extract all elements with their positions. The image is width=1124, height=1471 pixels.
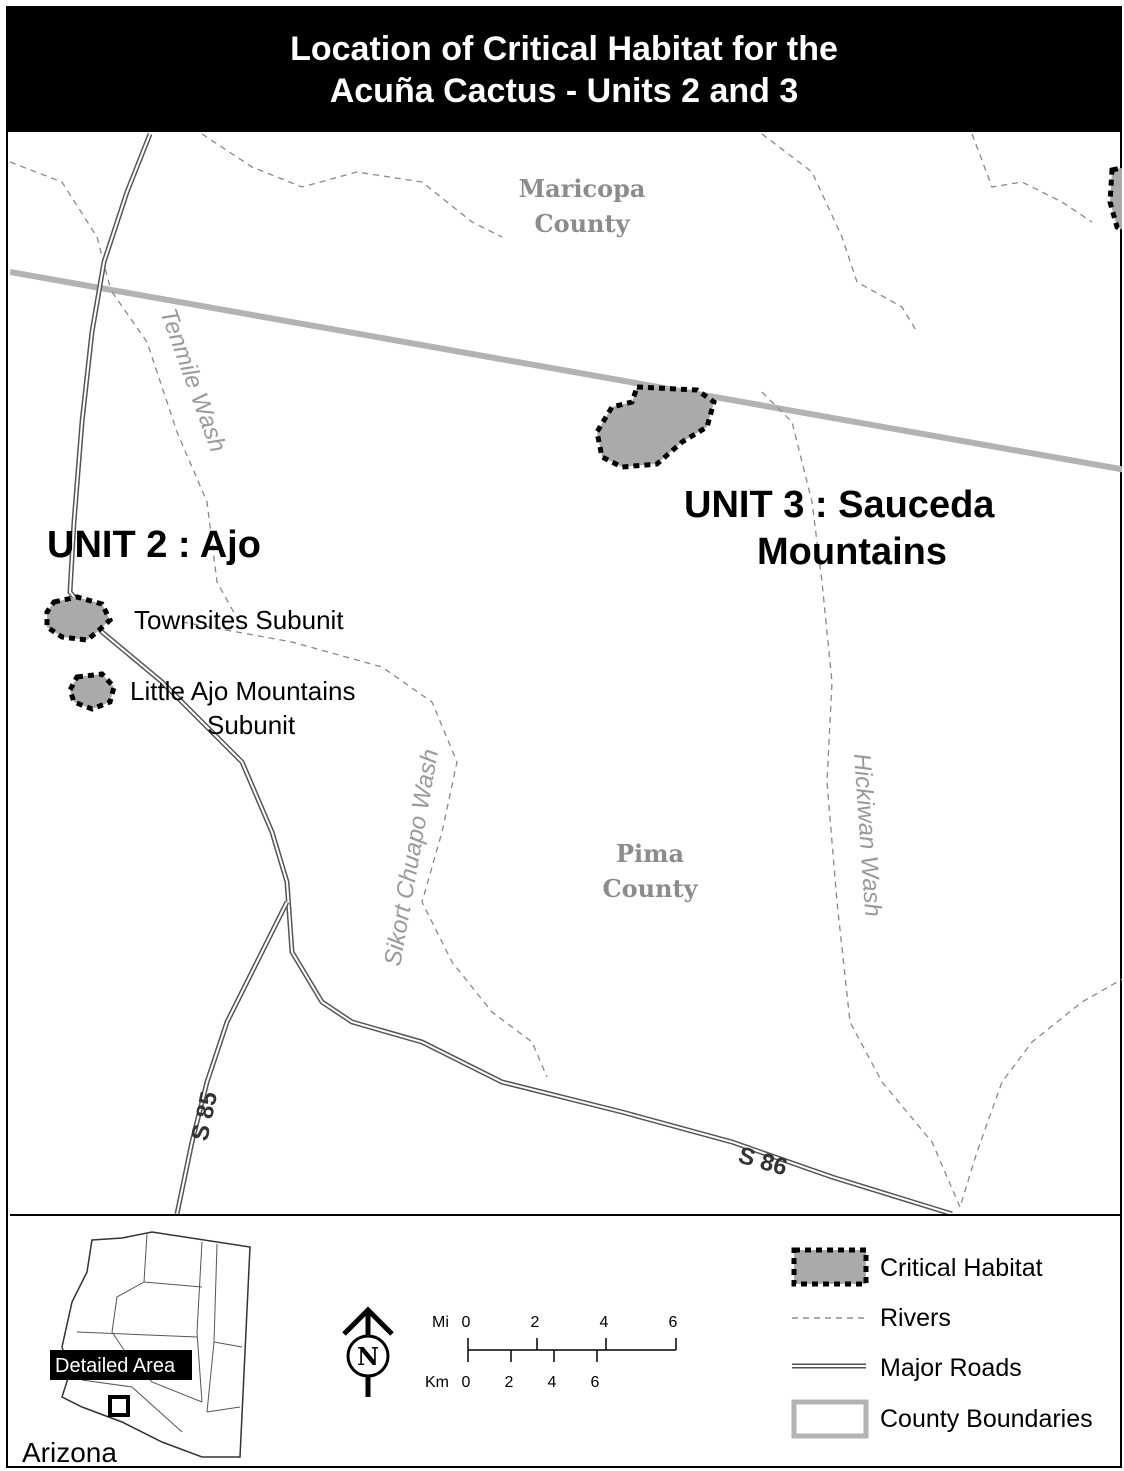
habitat-little-ajo-subunit — [67, 671, 117, 712]
legend-item-rivers: Rivers — [792, 1304, 951, 1332]
county-label-pima-1: Pima — [616, 839, 684, 868]
river-hickiwan-wash — [761, 391, 961, 1208]
north-arrow-letter: N — [357, 1342, 379, 1371]
legend-label-major-roads: Major Roads — [880, 1354, 1022, 1382]
scale-mi-tick-2: 2 — [531, 1314, 540, 1331]
road-s85 — [67, 133, 953, 1214]
unit-label-unit3-line2: Mountains — [757, 531, 947, 573]
river-east-tributary — [959, 978, 1122, 1208]
legend-item-major-roads: Major Roads — [792, 1354, 1022, 1382]
arizona-inset-map: Detailed Area Arizona — [22, 1231, 251, 1468]
legend-item-critical-habitat: Critical Habitat — [791, 1247, 1043, 1287]
scale-mi-label: Mi — [432, 1314, 449, 1331]
legend-swatch-county-boundaries — [791, 1399, 869, 1439]
scale-mi-tick-4: 4 — [600, 1314, 609, 1331]
scale-mi-tick-0: 0 — [462, 1314, 471, 1331]
habitat-edge-northeast — [1107, 165, 1122, 233]
wash-label-hickiwan: Hickiwan Wash — [848, 753, 886, 918]
subunit-label-townsites: Townsites Subunit — [134, 605, 344, 635]
detailed-area-label: Detailed Area — [55, 1355, 176, 1377]
map-title: Location of Critical Habitat for the Acu… — [8, 8, 1120, 132]
county-label-maricopa-2: County — [534, 209, 630, 238]
arizona-outline — [61, 1231, 251, 1458]
detailed-area-label-bg — [50, 1350, 192, 1380]
scale-km-label: Km — [425, 1374, 449, 1391]
legend-label-county-boundaries: County Boundaries — [880, 1405, 1093, 1433]
legend-swatch-critical-habitat — [791, 1247, 869, 1287]
subunit-label-little-ajo-2: Subunit — [207, 710, 296, 740]
scale-bar: Mi 0 2 4 6 Km 0 2 4 6 — [425, 1314, 678, 1391]
river-top-left — [10, 161, 111, 288]
river-north-east — [761, 133, 918, 333]
legend-item-county-boundaries: County Boundaries — [791, 1399, 1093, 1439]
habitat-townsites-subunit — [44, 594, 114, 643]
north-arrow-icon: N — [342, 1306, 394, 1397]
county-label-maricopa-1: Maricopa — [519, 174, 646, 203]
legend-label-critical-habitat: Critical Habitat — [880, 1254, 1043, 1282]
subunit-label-little-ajo-1: Little Ajo Mountains — [130, 676, 355, 706]
arizona-label: Arizona — [22, 1437, 117, 1468]
unit-label-unit3-line1: UNIT 3 : Sauceda — [684, 484, 995, 526]
river-north — [201, 133, 503, 238]
unit-label-unit2: UNIT 2 : Ajo — [47, 524, 261, 566]
map-title-line-1: Location of Critical Habitat for the — [290, 30, 838, 68]
county-boundary-line — [10, 269, 1122, 473]
legend-label-rivers: Rivers — [880, 1304, 951, 1332]
habitat-unit3-sauceda — [594, 384, 717, 470]
county-label-pima-2: County — [602, 874, 698, 903]
road-label-s85: S 85 — [186, 1089, 223, 1143]
road-label-s86: S 86 — [735, 1142, 790, 1182]
river-far-east — [971, 133, 1093, 223]
detailed-area-marker — [108, 1395, 130, 1417]
scale-km-tick-0: 0 — [462, 1374, 471, 1391]
map-frame: Location of Critical Habitat for the Acu… — [6, 6, 1122, 1468]
map-canvas: Maricopa County Pima County Tenmile Wash… — [10, 133, 1122, 1468]
road-s85-branch — [174, 900, 290, 1214]
scale-km-tick-2: 2 — [505, 1374, 514, 1391]
scale-mi-tick-6: 6 — [669, 1314, 678, 1331]
scale-km-tick-4: 4 — [548, 1374, 557, 1391]
river-tenmile-wash — [111, 291, 243, 628]
legend: Critical Habitat Rivers Major Roads Coun… — [791, 1247, 1093, 1439]
wash-label-tenmile: Tenmile Wash — [154, 305, 231, 456]
scale-km-tick-6: 6 — [591, 1374, 600, 1391]
map-title-line-2: Acuña Cactus - Units 2 and 3 — [329, 72, 799, 110]
